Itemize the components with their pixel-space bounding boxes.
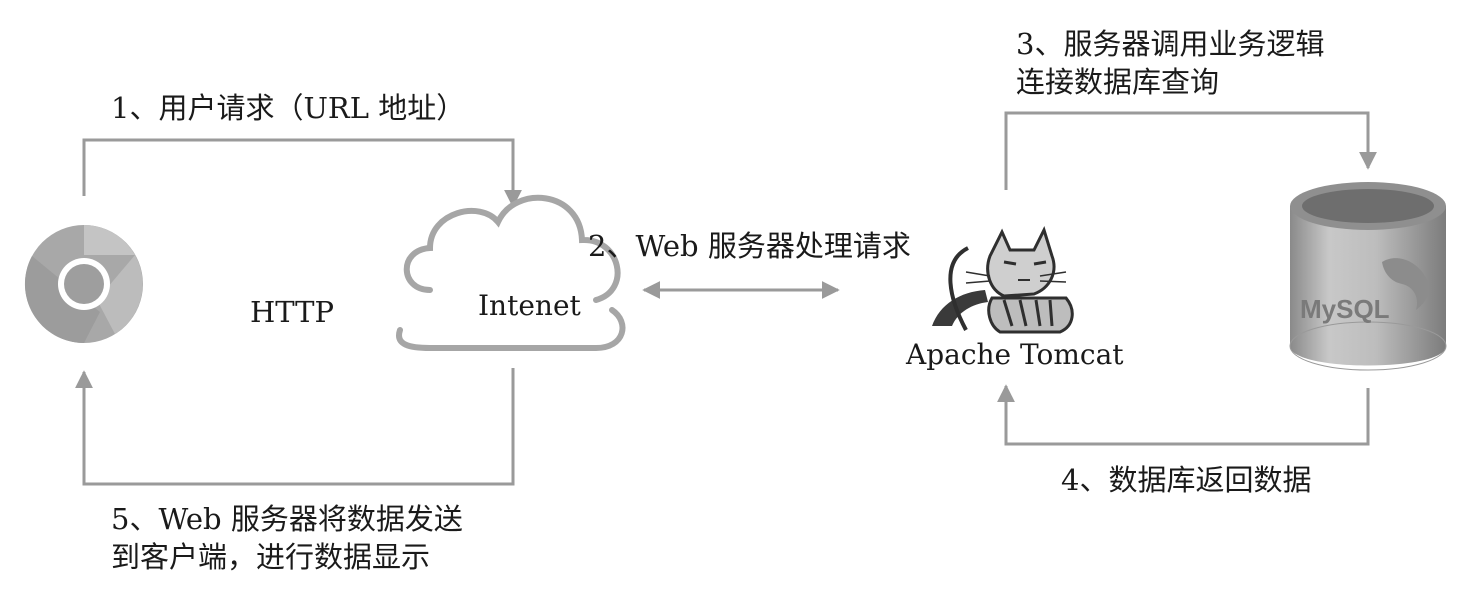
step5-label: 5、Web 服务器将数据发送 到客户端，进行数据显示 [111,500,463,576]
step1-label: 1、用户请求（URL 地址） [111,91,466,125]
step2-label: 2、Web 服务器处理请求 [588,229,911,263]
step5-label-line1: 5、Web 服务器将数据发送 [111,502,463,536]
arrow-step5 [75,368,515,486]
mysql-logo-text: MySQL [1300,294,1390,324]
chrome-browser-icon [24,225,143,344]
mysql-database-icon: MySQL [1289,182,1447,371]
tomcat-label: Apache Tomcat [906,338,1124,371]
cloud-icon [396,194,626,351]
step3-label-line1: 3、服务器调用业务逻辑 [1016,27,1325,61]
tomcat-icon [932,225,1074,334]
http-label: HTTP [250,295,335,329]
internet-label: Intenet [478,289,581,322]
step5-label-line2: 到客户端，进行数据显示 [111,540,431,574]
arrow-step4 [997,384,1370,446]
step3-label: 3、服务器调用业务逻辑 连接数据库查询 [1016,25,1324,101]
step4-label: 4、数据库返回数据 [1061,463,1312,497]
arrow-step3 [1004,111,1377,190]
arrow-step1 [82,138,522,208]
step3-label-line2: 连接数据库查询 [1016,65,1220,99]
